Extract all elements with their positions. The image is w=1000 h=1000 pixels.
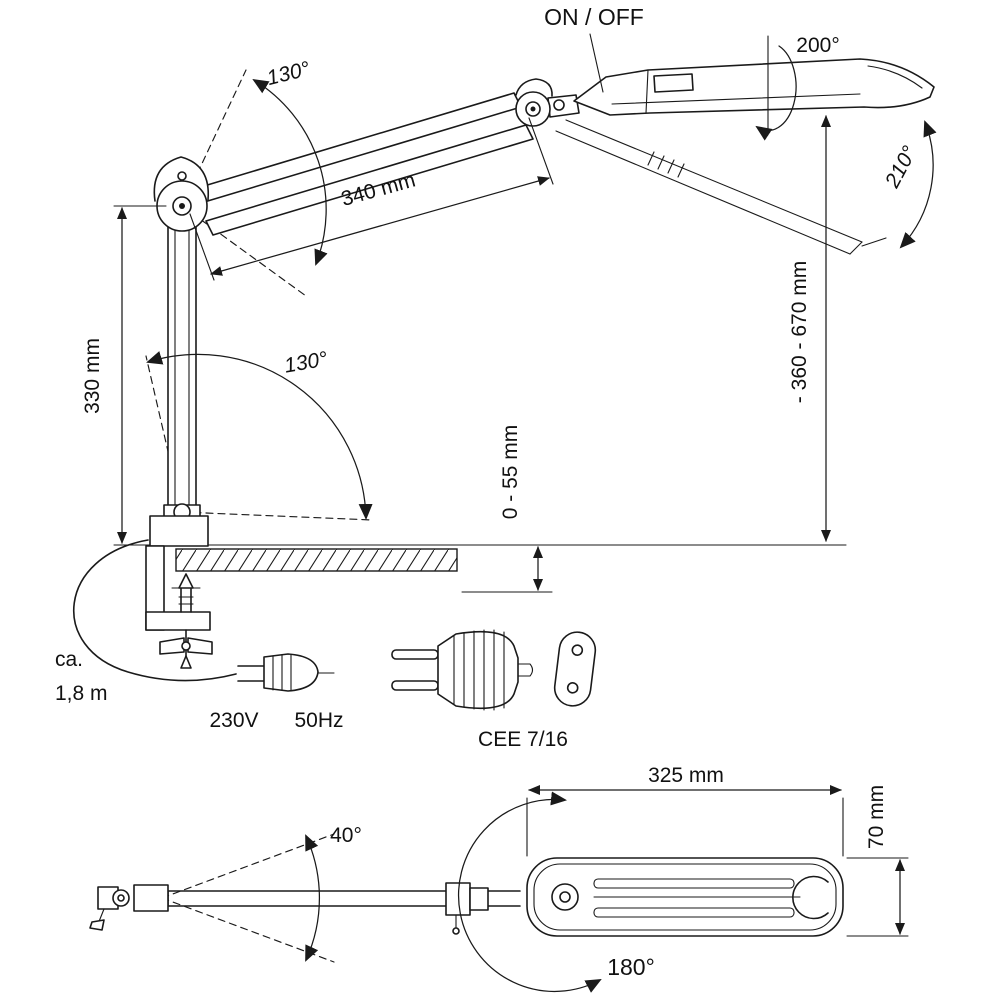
head-rotation-angle-label: 200° bbox=[796, 34, 839, 57]
cable-length-value-label: 1,8 m bbox=[55, 682, 108, 705]
desk-surface bbox=[147, 544, 847, 593]
lamp-head-tilted-position bbox=[555, 119, 887, 255]
plug-face-outline bbox=[553, 631, 597, 707]
clamp-opening-range-label: 0 - 55 mm bbox=[499, 425, 522, 520]
on-off-switch bbox=[653, 73, 694, 93]
cable-length-prefix-label: ca. bbox=[55, 648, 83, 671]
head-joint bbox=[515, 78, 580, 127]
tilted-head-grip-hatch bbox=[647, 151, 685, 178]
column-height-label: 330 mm bbox=[81, 338, 104, 414]
lamp-head bbox=[573, 58, 935, 116]
head-tilt-210-arrow bbox=[899, 120, 937, 249]
head-swivel-arc bbox=[457, 791, 602, 993]
clamp-top-view bbox=[89, 884, 169, 931]
arm-swivel-arc bbox=[305, 834, 320, 962]
head-swivel-angle-label: 180° bbox=[607, 954, 655, 980]
head-rotation-200-arrow bbox=[755, 35, 797, 141]
top-view: 40° 180° 325 mm 70 mm bbox=[89, 764, 909, 993]
head-length-label: 325 mm bbox=[648, 764, 724, 787]
lamp-column bbox=[163, 205, 201, 521]
on-off-leader-line bbox=[589, 33, 604, 93]
lamp-head-top-view bbox=[526, 857, 844, 937]
power-cable bbox=[73, 539, 237, 682]
arm-top-view bbox=[167, 882, 521, 935]
plug-standard-label: CEE 7/16 bbox=[478, 728, 568, 751]
upper-arm-length-dimension bbox=[189, 117, 554, 281]
clamp-wing-screw bbox=[159, 629, 213, 669]
lower-arm-swing-arc bbox=[146, 351, 373, 520]
arm-swivel-construction-lines bbox=[161, 833, 335, 963]
clamp-spike bbox=[178, 573, 194, 589]
table-clamp bbox=[145, 515, 213, 669]
power-plug-cee716 bbox=[391, 629, 534, 711]
head-width-label: 70 mm bbox=[865, 785, 888, 849]
upper-arm-swing-angle-label: 130° bbox=[265, 57, 313, 90]
head-tilt-angle-label: 210° bbox=[880, 142, 921, 192]
head-end-cutout bbox=[792, 875, 829, 920]
working-height-range-label: - 360 - 670 mm bbox=[788, 261, 811, 403]
voltage-label: 230V bbox=[209, 709, 258, 732]
arm-swivel-angle-label: 40° bbox=[330, 824, 362, 847]
lower-arm-swing-angle-label: 130° bbox=[282, 348, 329, 378]
main-view: ON / OFF 200° 210° 130° 130° 340 mm 330 bbox=[55, 4, 937, 751]
elbow-joint bbox=[153, 156, 210, 232]
on-off-label: ON / OFF bbox=[544, 4, 644, 30]
head-length-dimension bbox=[526, 785, 844, 857]
head-width-dimension bbox=[846, 857, 909, 937]
frequency-label: 50Hz bbox=[294, 709, 343, 732]
upper-arm bbox=[193, 92, 534, 236]
power-plug-side bbox=[237, 653, 335, 692]
column-height-dimension bbox=[113, 205, 167, 546]
